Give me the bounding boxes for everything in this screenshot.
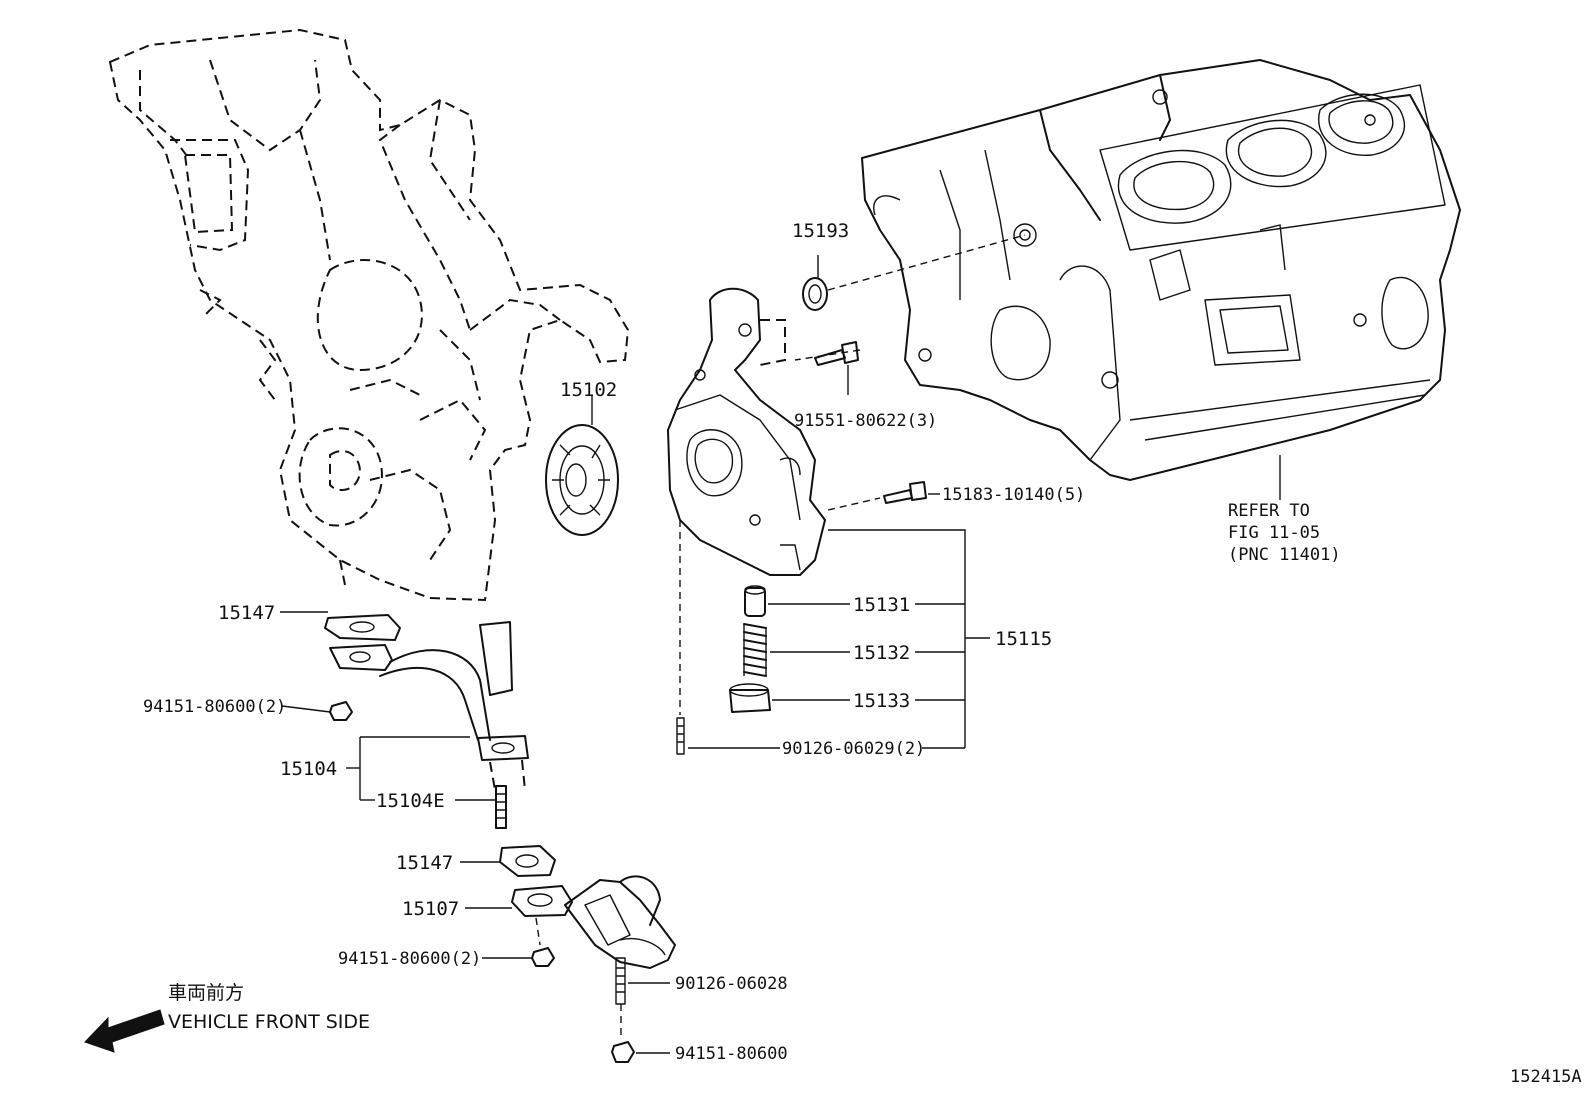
bolt-91551-illustration [814,341,859,366]
leader-lines [280,234,1281,1054]
stud-90126-06029-illustration [676,717,685,755]
label-15115: 15115 [995,628,1052,650]
label-15104: 15104 [280,758,337,780]
seal-15193-illustration [802,277,828,311]
nut-94151-lower-illustration [531,947,555,967]
label-15132: 15132 [853,642,910,664]
label-94151-80600-bottom: 94151-80600 [675,1044,788,1064]
label-90126-06028: 90126-06028 [675,974,788,994]
label-15107: 15107 [402,898,459,920]
relief-valve-15131-illustration [744,585,766,617]
label-15133: 15133 [853,690,910,712]
engine-block-illustration [861,59,1461,481]
label-15131: 15131 [853,594,910,616]
stud-90126-06028-illustration [615,957,626,1005]
figure-id: 152415A [1510,1067,1582,1087]
label-15102: 15102 [560,379,617,401]
label-15183-10140: 15183-10140(5) [942,485,1085,505]
label-15147-upper: 15147 [218,602,275,624]
label-refer-to-line3: (PNC 11401) [1228,545,1341,565]
label-90126-06029: 90126-06029(2) [782,739,925,759]
oil-pump-rotor-illustration [545,424,619,536]
label-refer-to-line2: FIG 11-05 [1228,523,1320,543]
oil-strainer-15107-illustration [511,875,676,969]
gasket-15147-lower-illustration [499,845,556,877]
oil-strainer-pipe-15104-illustration [329,621,529,791]
vehicle-front-arrow-icon [84,1009,165,1053]
bolt-15183-illustration [883,481,927,504]
label-94151-80600-lower: 94151-80600(2) [338,949,481,969]
stud-15104E-illustration [495,785,507,829]
gasket-15147-upper-illustration [324,614,401,641]
label-vehicle-front-japanese: 車両前方 [168,982,244,1004]
label-15147-lower: 15147 [396,852,453,874]
nut-94151-bottom-illustration [611,1041,635,1063]
label-94151-80600-upper: 94151-80600(2) [143,697,286,717]
label-15193: 15193 [792,220,849,242]
label-15104E: 15104E [376,790,445,812]
spring-15132-illustration [743,623,767,677]
label-91551-80622: 91551-80622(3) [794,411,937,431]
nut-94151-upper-illustration [329,701,353,721]
plug-15133-illustration [729,683,771,713]
timing-cover-illustration [108,28,630,602]
label-refer-to-line1: REFER TO [1228,501,1310,521]
oil-pump-body-illustration [667,287,826,576]
label-vehicle-front-side: VEHICLE FRONT SIDE [168,1011,370,1033]
